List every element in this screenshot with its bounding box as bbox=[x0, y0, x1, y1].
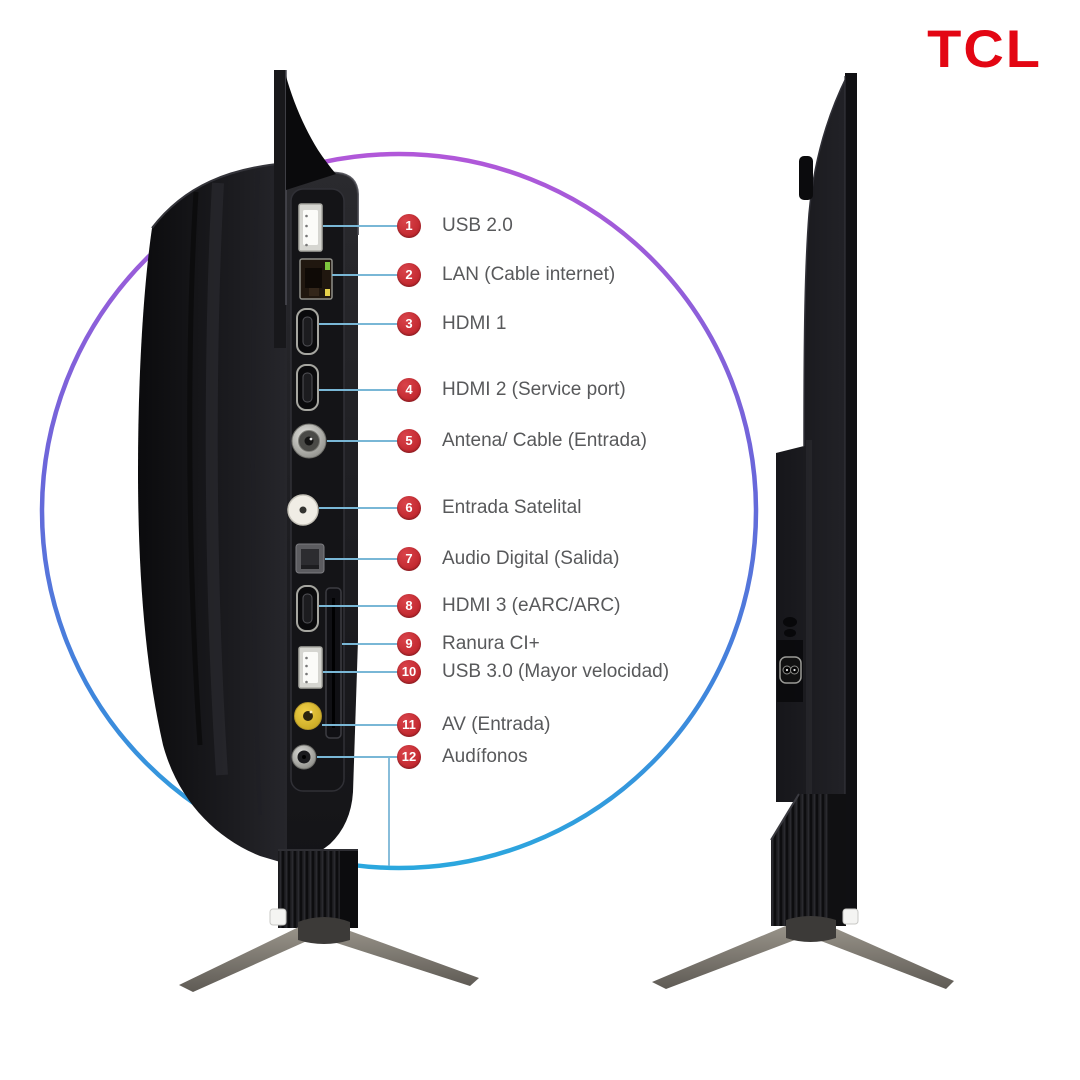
left-tv-side-view bbox=[138, 70, 479, 992]
port-number-badge: 11 bbox=[397, 713, 421, 737]
leader-line bbox=[342, 643, 398, 645]
screen-edge bbox=[845, 73, 857, 922]
wall-bracket bbox=[799, 156, 813, 200]
port-number-badge: 2 bbox=[397, 263, 421, 287]
port-label: HDMI 2 (Service port) bbox=[442, 379, 626, 400]
port-callout-row: 1 USB 2.0 bbox=[0, 213, 760, 239]
port-label: Audio Digital (Salida) bbox=[442, 548, 620, 569]
optical-audio-port-icon bbox=[295, 543, 325, 574]
port-label: Antena/ Cable (Entrada) bbox=[442, 430, 647, 451]
port-label: LAN (Cable internet) bbox=[442, 264, 616, 285]
port-callout-row: 12 Audífonos bbox=[0, 744, 760, 770]
leader-line bbox=[319, 389, 398, 391]
port-number-badge: 5 bbox=[397, 429, 421, 453]
port-number-badge: 3 bbox=[397, 312, 421, 336]
stand-screw-cover bbox=[842, 908, 859, 925]
port-number-badge: 8 bbox=[397, 594, 421, 618]
leader-line bbox=[319, 605, 398, 607]
screen-edge bbox=[274, 70, 286, 348]
leader-line bbox=[322, 724, 398, 726]
port-label: HDMI 1 bbox=[442, 313, 507, 334]
av-port-icon bbox=[294, 702, 322, 730]
port-number-badge: 4 bbox=[397, 378, 421, 402]
leader-line bbox=[317, 756, 398, 758]
port-callout-row: 2 LAN (Cable internet) bbox=[0, 262, 760, 288]
port-label: Audífonos bbox=[442, 746, 528, 767]
leader-line bbox=[323, 671, 398, 673]
ci-slot-icon bbox=[325, 587, 342, 739]
right-tv-side-view bbox=[652, 73, 954, 989]
port-number-badge: 6 bbox=[397, 496, 421, 520]
leader-line bbox=[332, 274, 398, 276]
port-callout-row: 7 Audio Digital (Salida) bbox=[0, 546, 760, 572]
leader-line bbox=[327, 440, 398, 442]
port-callout-row: 10 USB 3.0 (Mayor velocidad) bbox=[0, 659, 760, 685]
callout-circle bbox=[39, 151, 759, 871]
tv-stand-right bbox=[652, 793, 954, 989]
usb2-port-icon bbox=[298, 203, 323, 252]
port-callout-row: 4 HDMI 2 (Service port) bbox=[0, 377, 760, 403]
port-callout-row: 3 HDMI 1 bbox=[0, 311, 760, 337]
port-label: USB 3.0 (Mayor velocidad) bbox=[442, 661, 670, 682]
hdmi2-port-icon bbox=[296, 364, 319, 411]
hdmi1-port-icon bbox=[296, 308, 319, 355]
lan-port-icon bbox=[299, 258, 333, 300]
hdmi3-port-icon bbox=[296, 585, 319, 632]
port-number-badge: 7 bbox=[397, 547, 421, 571]
port-number-badge: 10 bbox=[397, 660, 421, 684]
port-callout-row: 9 Ranura CI+ bbox=[0, 631, 760, 657]
port-callout-row: 6 Entrada Satelital bbox=[0, 495, 760, 521]
port-label: USB 2.0 bbox=[442, 215, 513, 236]
port-callout-row: 8 HDMI 3 (eARC/ARC) bbox=[0, 593, 760, 619]
port-number-badge: 9 bbox=[397, 632, 421, 656]
leader-line bbox=[323, 225, 398, 227]
power-socket-icon bbox=[779, 656, 802, 684]
headphone-port-icon bbox=[291, 744, 317, 770]
corner-fin bbox=[286, 76, 336, 190]
stand-screw-cover bbox=[269, 908, 287, 926]
satellite-port-icon bbox=[287, 494, 319, 526]
tv-stand-left bbox=[179, 849, 479, 992]
port-callout-row: 5 Antena/ Cable (Entrada) bbox=[0, 428, 760, 454]
port-label: Entrada Satelital bbox=[442, 497, 582, 518]
leader-line bbox=[325, 558, 398, 560]
antenna-port-icon bbox=[291, 423, 327, 459]
port-label: Ranura CI+ bbox=[442, 633, 540, 654]
tcl-logo: TCL bbox=[927, 18, 1042, 79]
port-label: HDMI 3 (eARC/ARC) bbox=[442, 595, 621, 616]
leader-line bbox=[319, 507, 398, 509]
port-label: AV (Entrada) bbox=[442, 714, 551, 735]
usb3-port-icon bbox=[298, 646, 323, 689]
leader-line bbox=[319, 323, 398, 325]
port-number-badge: 1 bbox=[397, 214, 421, 238]
port-callout-row: 11 AV (Entrada) bbox=[0, 712, 760, 738]
port-number-badge: 12 bbox=[397, 745, 421, 769]
